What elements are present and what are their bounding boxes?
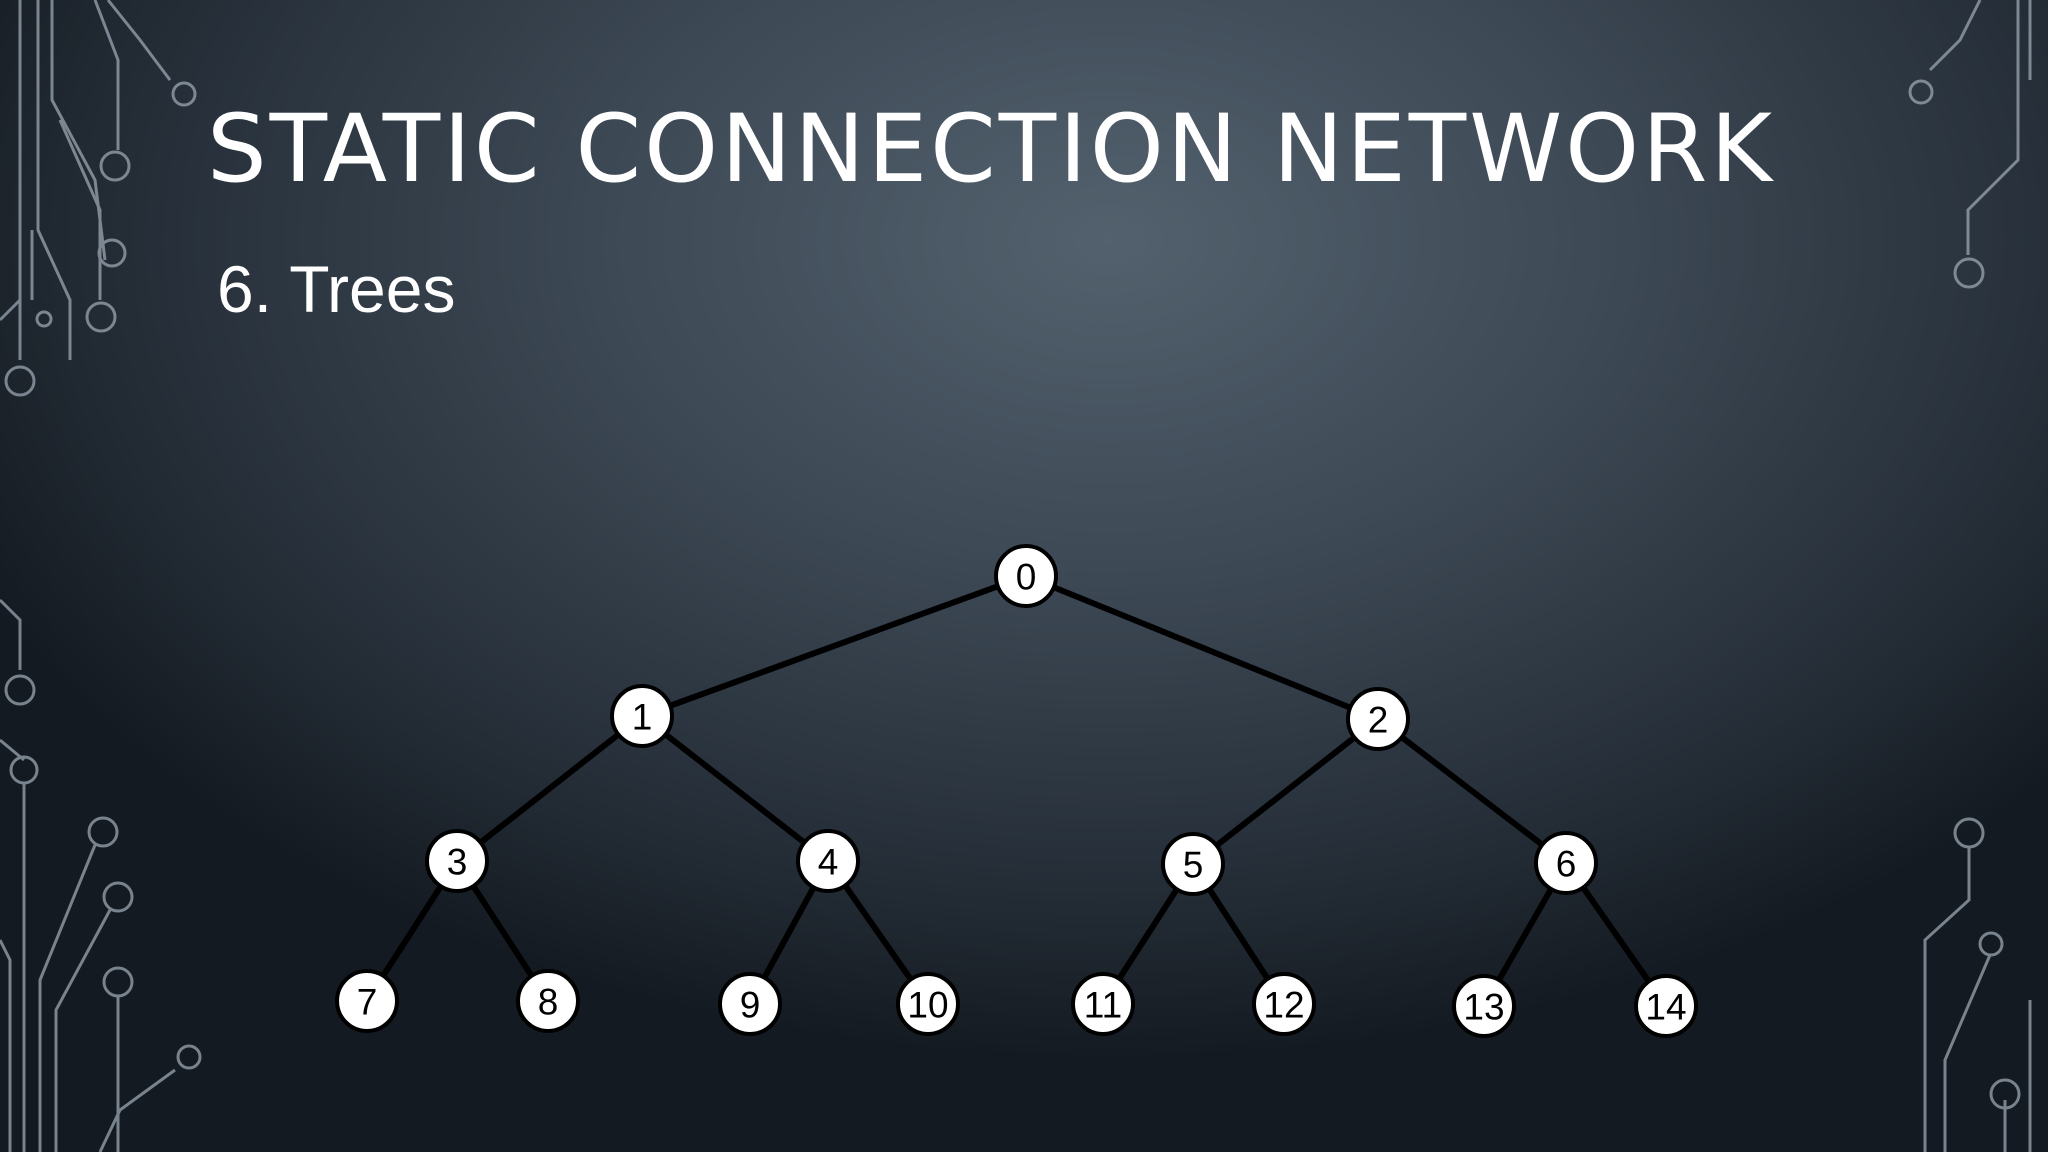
tree-node-1: 1: [610, 684, 674, 748]
tree-edge-1-4: [640, 713, 830, 864]
tree-node-4: 4: [796, 829, 860, 893]
tree-node-0: 0: [994, 544, 1058, 608]
tree-node-circle: [1452, 974, 1516, 1038]
tree-node-circle: [516, 969, 580, 1033]
tree-node-label: 10: [907, 985, 948, 1026]
tree-node-label: 11: [1084, 985, 1122, 1026]
tree-node-9: 9: [718, 972, 782, 1036]
tree-node-circle: [610, 684, 674, 748]
tree-node-label: 0: [1016, 557, 1037, 598]
tree-node-label: 12: [1263, 985, 1304, 1026]
tree-node-8: 8: [516, 969, 580, 1033]
tree-node-14: 14: [1634, 974, 1698, 1038]
tree-node-10: 10: [896, 972, 960, 1036]
tree-node-2: 2: [1346, 687, 1410, 751]
tree-node-label: 8: [538, 982, 559, 1023]
tree-node-7: 7: [335, 969, 399, 1033]
tree-edge-0-1: [640, 573, 1028, 719]
tree-node-circle: [1634, 974, 1698, 1038]
tree-node-label: 5: [1183, 845, 1204, 886]
tree-node-circle: [1161, 832, 1225, 896]
tree-node-circle: [1071, 972, 1135, 1036]
tree-node-circle: [896, 972, 960, 1036]
tree-edges: [364, 573, 1669, 1008]
tree-node-label: 4: [818, 842, 839, 883]
tree-node-label: 6: [1556, 844, 1577, 885]
slide-subtitle: 6. Trees: [217, 252, 456, 326]
slide-title: STATIC CONNECTION NETWORK: [207, 95, 1776, 204]
tree-node-label: 1: [632, 697, 653, 738]
tree-node-circle: [1346, 687, 1410, 751]
tree-edge-2-5: [1191, 716, 1380, 867]
tree-node-circle: [425, 829, 489, 893]
tree-node-5: 5: [1161, 832, 1225, 896]
tree-edge-1-3: [455, 713, 644, 864]
tree-node-label: 7: [357, 982, 378, 1023]
tree-edge-2-6: [1376, 716, 1568, 866]
tree-node-label: 3: [447, 842, 468, 883]
tree-node-12: 12: [1252, 972, 1316, 1036]
tree-node-label: 13: [1463, 987, 1504, 1028]
tree-node-3: 3: [425, 829, 489, 893]
tree-node-circle: [796, 829, 860, 893]
tree-node-11: 11: [1071, 972, 1135, 1036]
tree-node-label: 9: [740, 985, 761, 1026]
tree-node-6: 6: [1534, 831, 1598, 895]
tree-edge-0-2: [1024, 573, 1380, 722]
tree-node-label: 14: [1645, 987, 1686, 1028]
tree-node-circle: [1534, 831, 1598, 895]
tree-node-13: 13: [1452, 974, 1516, 1038]
tree-node-label: 2: [1368, 700, 1389, 741]
tree-node-circle: [994, 544, 1058, 608]
tree-node-circle: [1252, 972, 1316, 1036]
tree-node-circle: [335, 969, 399, 1033]
tree-node-circle: [718, 972, 782, 1036]
